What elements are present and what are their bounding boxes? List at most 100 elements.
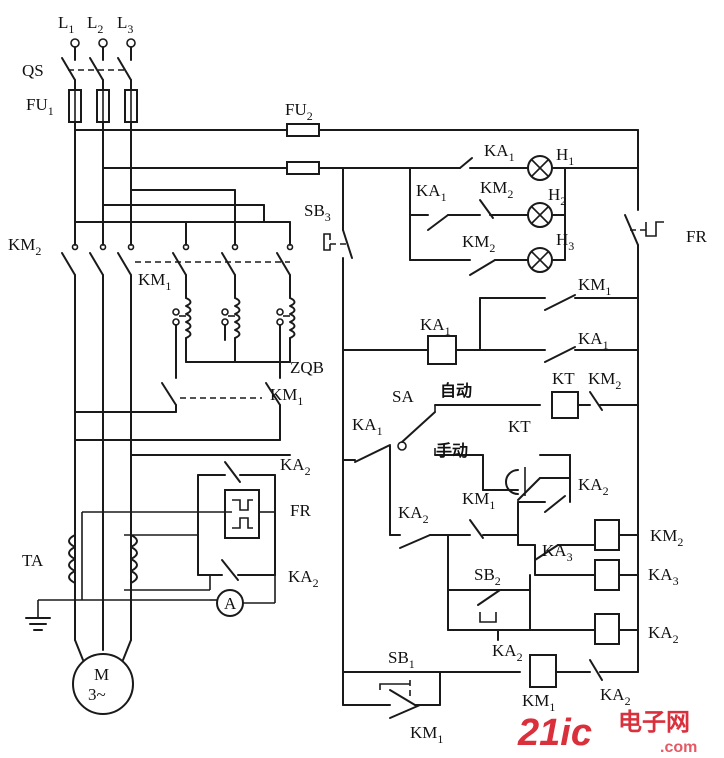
ka3-coil — [594, 559, 620, 591]
svg-text:KA1: KA1 — [484, 141, 515, 164]
label-ka2-lower: KA — [288, 567, 313, 586]
label-km2-lamp-nc: KM — [480, 178, 507, 197]
km2-no-contact-lamp — [469, 259, 496, 276]
svg-text:KA1: KA1 — [352, 415, 383, 438]
ka1-self-hold-contact — [544, 346, 576, 363]
label-l1: L — [58, 13, 68, 32]
svg-text:KM1: KM1 — [410, 723, 443, 746]
svg-text:KA2: KA2 — [288, 567, 319, 590]
label-qs: QS — [22, 61, 44, 80]
km1-main-contact-2 — [221, 252, 236, 276]
ka2-no-contact-km1 — [399, 534, 431, 549]
km1-nc-contact-km2 — [469, 519, 484, 539]
label-km2-kt: KM — [588, 369, 615, 388]
fuse-fu2-b — [286, 161, 320, 175]
label-zqb: ZQB — [290, 358, 324, 377]
label-h1: H — [556, 145, 568, 164]
km1-main-contact-3 — [276, 252, 291, 276]
ka1-no-contact-lamp — [427, 214, 449, 231]
svg-text:KM1: KM1 — [138, 270, 171, 293]
terminal-l1 — [70, 38, 80, 48]
label-ka2-coil: KA — [648, 623, 673, 642]
svg-text:KA2: KA2 — [492, 641, 523, 664]
qs-blade-3 — [117, 57, 132, 81]
label-l2: L — [87, 13, 97, 32]
km1-tap-contact-2 — [265, 382, 281, 406]
watermark-21ic: 21ic — [517, 712, 592, 754]
power-circuit — [25, 38, 296, 715]
label-km1-coil: KM — [522, 691, 549, 710]
svg-text:KA3: KA3 — [542, 541, 573, 564]
label-ka1-sa: KA — [352, 415, 377, 434]
km2-nc-contact-kt — [589, 391, 603, 411]
svg-text:L1: L1 — [58, 13, 74, 36]
km1-coil — [529, 654, 557, 688]
motor — [72, 653, 134, 715]
fr-ammeter-branch — [197, 461, 276, 617]
svg-text:H2: H2 — [548, 185, 566, 208]
label-ka2-km1: KA — [398, 503, 423, 522]
svg-text:KA2: KA2 — [648, 623, 679, 646]
label-ka3-contact: KA — [542, 541, 567, 560]
fr-thermal-element — [224, 489, 260, 539]
label-h2: H — [548, 185, 560, 204]
label-km1-hold: KM — [410, 723, 437, 742]
qs-blade-1 — [61, 57, 76, 81]
label-km1-main: KM — [138, 270, 165, 289]
label-ka1-hold: KA — [578, 329, 603, 348]
svg-text:FU1: FU1 — [26, 95, 54, 118]
svg-text:KM1: KM1 — [578, 275, 611, 298]
label-ka1-coil: KA — [420, 315, 445, 334]
kt-timed-contact — [505, 469, 519, 495]
svg-text:H1: H1 — [556, 145, 574, 168]
label-km1-tap: KM — [270, 385, 297, 404]
svg-text:SB1: SB1 — [388, 648, 415, 671]
ka2-contact-lower — [221, 559, 239, 581]
label-fr-left: FR — [290, 501, 311, 520]
label-km2-lamp-no: KM — [462, 232, 489, 251]
label-km1-ka1-rung: KM — [578, 275, 605, 294]
svg-text:KA2: KA2 — [280, 455, 311, 478]
ka1-nc-contact-lamp — [459, 157, 473, 169]
svg-text:KM2: KM2 — [650, 526, 683, 549]
svg-text:SB3: SB3 — [304, 201, 331, 224]
svg-text:FU2: FU2 — [285, 100, 313, 123]
svg-text:KM2: KM2 — [462, 232, 495, 255]
ka2-coil — [594, 613, 620, 645]
qs-blade-2 — [89, 57, 104, 81]
label-sb2: SB — [474, 565, 495, 584]
label-motor-phase: 3~ — [88, 685, 106, 704]
svg-text:KA3: KA3 — [648, 565, 679, 588]
label-fr-right: FR — [686, 227, 707, 246]
label-motor: M — [94, 665, 109, 684]
ka1-no-contact-sa — [354, 444, 391, 463]
km1-no-contact-ka1 — [544, 294, 576, 311]
label-km2-coil: KM — [650, 526, 677, 545]
svg-text:KA2: KA2 — [398, 503, 429, 526]
label-l3: L — [117, 13, 127, 32]
km2-main-contact-3 — [117, 252, 132, 276]
sa-selector-lever — [401, 411, 436, 443]
label-ka1-lamp-nc: KA — [484, 141, 509, 160]
label-ka3-coil: KA — [648, 565, 673, 584]
label-sb1: SB — [388, 648, 409, 667]
ka2-nc-contact-km1 — [589, 659, 603, 681]
watermark: 21ic 电子网 .com — [517, 708, 697, 756]
watermark-cn: 电子网 — [618, 708, 690, 736]
svg-text:KA1: KA1 — [578, 329, 609, 352]
svg-text:KM1: KM1 — [270, 385, 303, 408]
svg-text:KA1: KA1 — [420, 315, 451, 338]
svg-text:L3: L3 — [117, 13, 133, 36]
ka3-no-contact — [534, 544, 559, 561]
label-manual: 手动 — [436, 441, 468, 460]
label-sa: SA — [392, 387, 414, 406]
svg-text:KA1: KA1 — [416, 181, 447, 204]
label-h3: H — [556, 230, 568, 249]
label-ka1-lamp-no: KA — [416, 181, 441, 200]
km2-main-contact-2 — [89, 252, 104, 276]
watermark-com: .com — [660, 739, 697, 756]
control-circuit — [286, 123, 664, 719]
label-ka2-upper: KA — [280, 455, 305, 474]
sb1-start-button — [389, 689, 416, 706]
